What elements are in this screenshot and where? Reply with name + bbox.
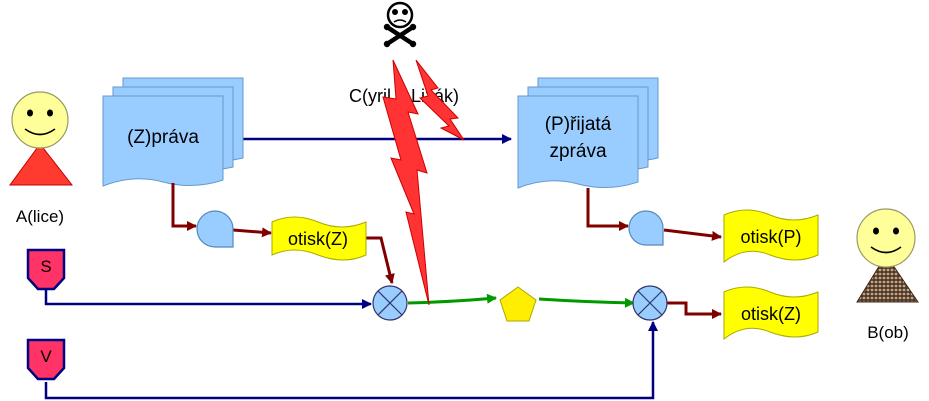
message-document: (Z)práva [102,77,244,187]
alice-person-icon [9,91,74,186]
signature-arrow-1 [407,293,497,305]
lightning-attack-icon [382,59,465,306]
public-key-label: V [40,347,52,366]
bob-label: B(ob) [867,323,909,342]
skull-crossbones-icon [383,1,417,48]
sender-digest-label: otisk(Z) [288,229,348,249]
decrypt-to-digest-arrow [667,301,722,319]
private-key-label: S [40,257,51,276]
digest-to-encrypt-arrow [366,236,395,284]
received-document: (P)řijatá zpráva [517,77,659,189]
hash-arrow-out-2 [663,228,722,241]
message-label: (Z)práva [127,127,199,148]
received-digest-label: otisk(P) [740,227,801,247]
private-key-tag-icon: S [26,248,66,291]
signature-arrow-2 [538,297,635,308]
hash-arrow-in-1 [171,183,197,231]
bob-person-icon [856,208,919,303]
decrypted-digest-label: otisk(Z) [741,304,801,324]
hash-arrow-out-1 [232,227,272,238]
hash-arrow-in-2 [586,188,629,231]
decrypted-digest: otisk(Z) [723,286,819,341]
bob-actor: B(ob) [856,208,919,342]
private-key-arrow [44,286,372,309]
public-key-tag-icon: V [26,338,66,381]
received-digest: otisk(P) [723,209,819,264]
hash-function-icon [196,210,234,248]
received-label-line1: (P)řijatá [545,114,612,135]
sender-digest: otisk(Z) [271,216,367,261]
hash-function-icon [628,210,664,246]
xor-cipher-icon [372,285,408,321]
alice-label: A(lice) [16,207,64,226]
received-label-line2: zpráva [549,141,606,162]
xor-cipher-icon [632,285,668,321]
signature-pentagon-icon [499,286,537,322]
alice-actor: A(lice) [9,91,74,226]
public-key-arrow [44,321,658,400]
